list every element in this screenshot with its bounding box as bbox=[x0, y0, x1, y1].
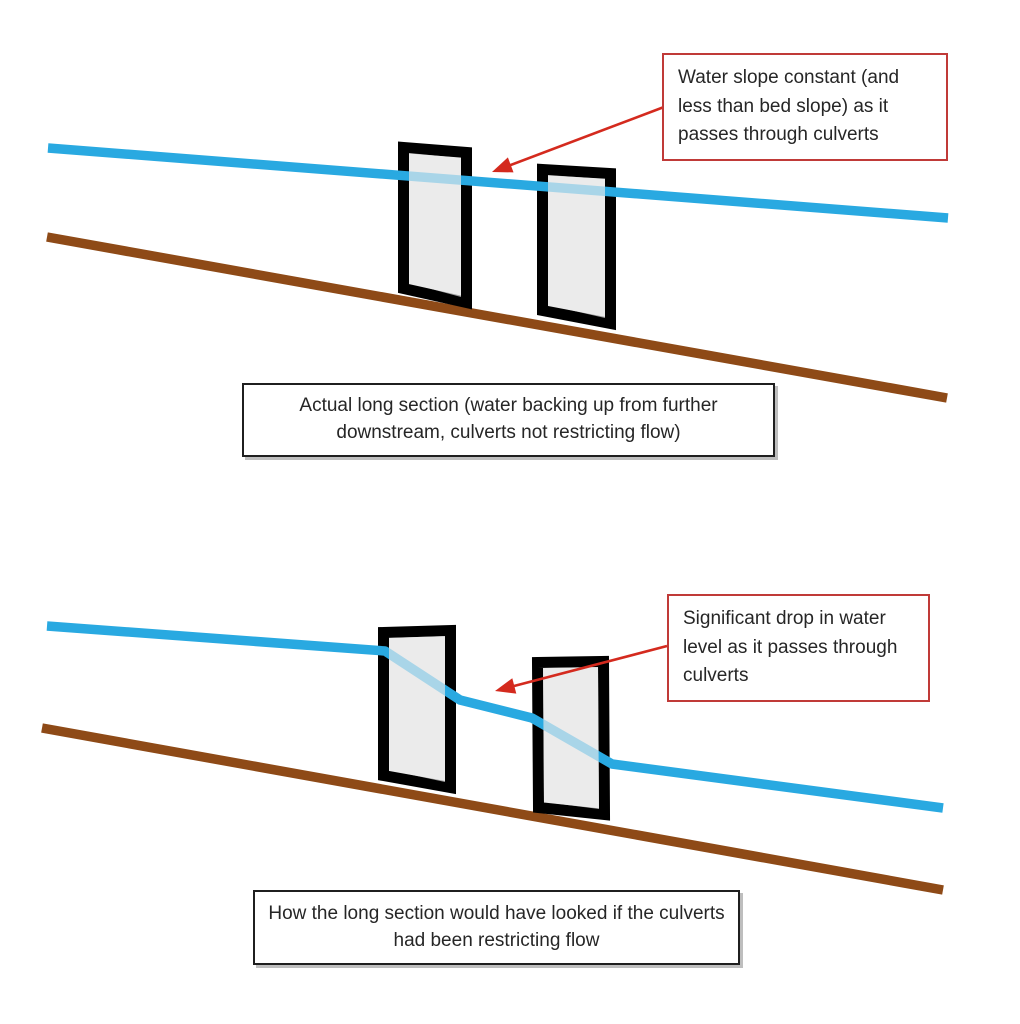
caption-hypothetical-long-section: How the long section would have looked i… bbox=[253, 890, 740, 965]
culvert-1-glass bbox=[409, 153, 461, 297]
bed-line bbox=[41, 723, 944, 895]
top-section-drawing bbox=[46, 105, 949, 403]
callout-arrow-head bbox=[492, 157, 514, 173]
culvert-2-glass bbox=[548, 175, 605, 318]
caption-actual-long-section-text: Actual long section (water backing up fr… bbox=[299, 395, 718, 443]
culvert-2-glass bbox=[543, 667, 599, 809]
culvert-1-glass bbox=[389, 636, 445, 782]
water-surface-line bbox=[46, 621, 944, 813]
callout-significant-drop: Significant drop in water level as it pa… bbox=[667, 594, 930, 702]
caption-hypothetical-long-section-text: How the long section would have looked i… bbox=[268, 902, 725, 951]
bed-line bbox=[46, 232, 948, 403]
bottom-section-drawing bbox=[41, 621, 944, 895]
callout-arrow-head bbox=[495, 678, 517, 694]
callout-water-slope-constant: Water slope constant (and less than bed … bbox=[662, 53, 948, 161]
callout-arrow-line bbox=[507, 105, 665, 168]
callout-arrow-line bbox=[513, 644, 668, 688]
caption-actual-long-section: Actual long section (water backing up fr… bbox=[242, 383, 775, 457]
water-surface-line bbox=[47, 143, 949, 223]
